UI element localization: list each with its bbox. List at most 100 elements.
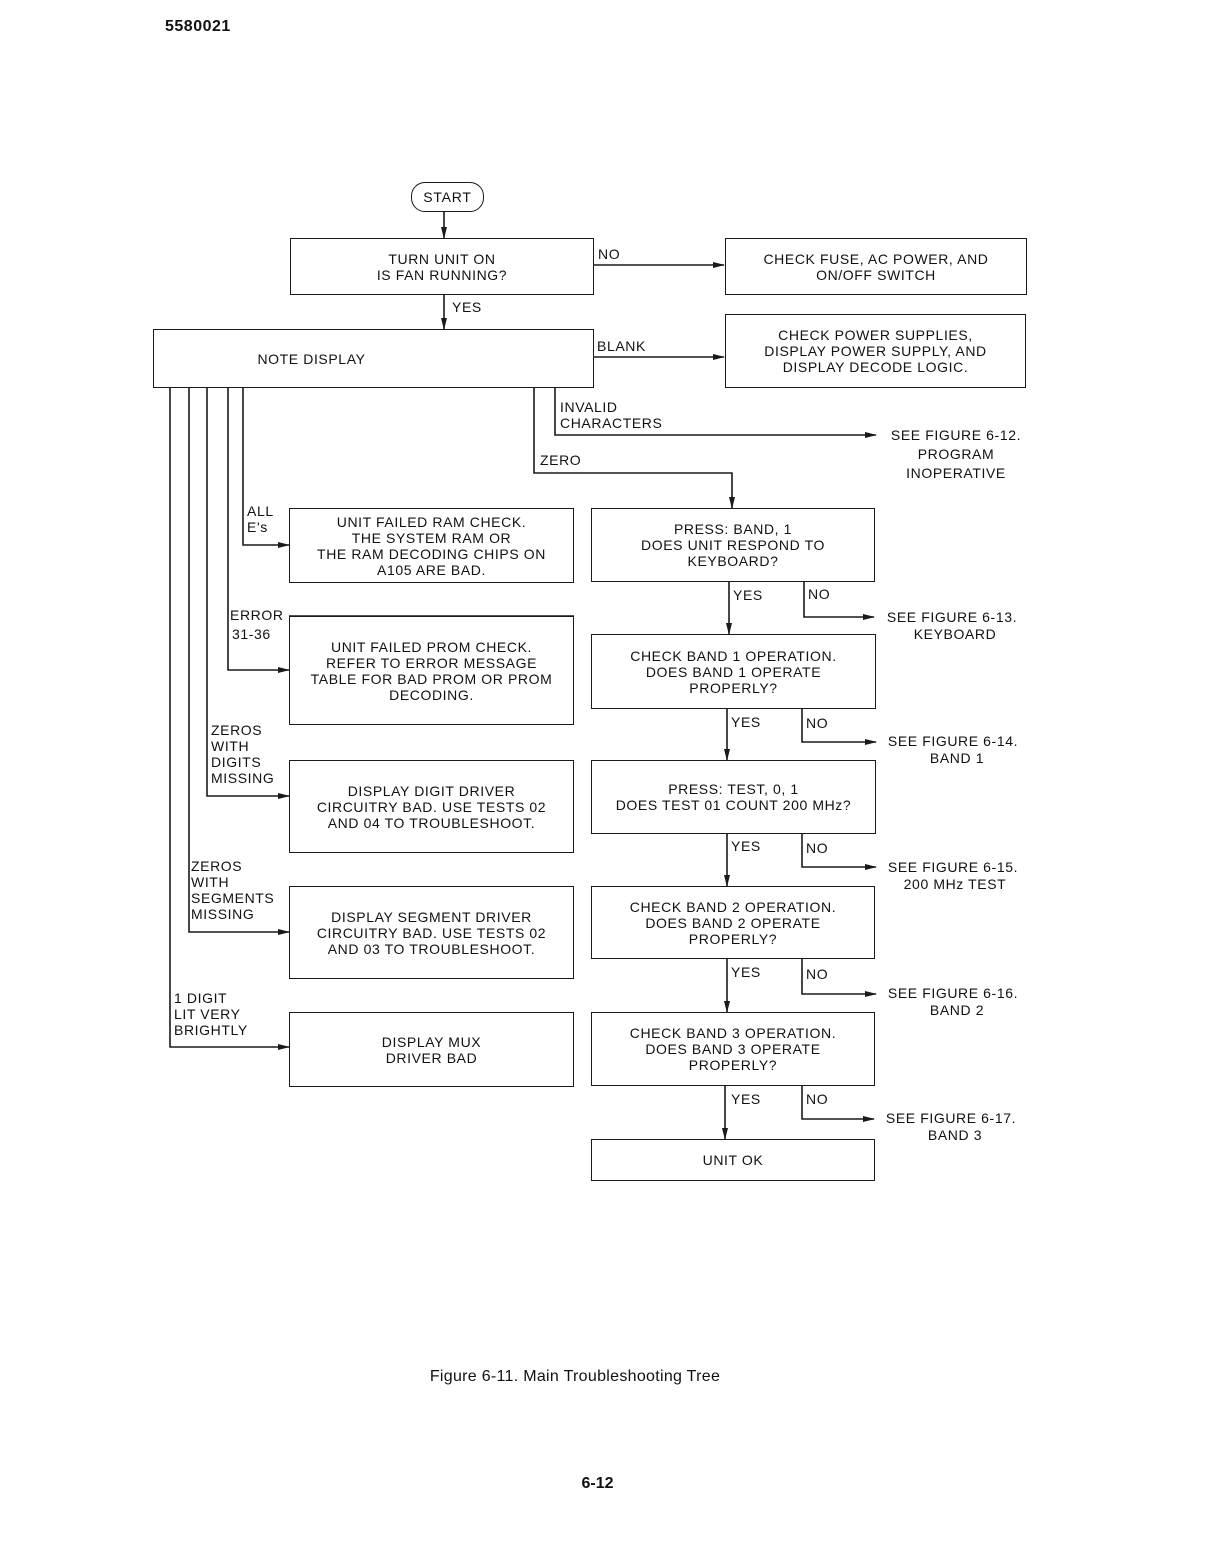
outcome-line: 200 MHz TEST [903,876,1007,892]
page-number: 6-12 [581,1475,614,1492]
outcome-line: SEE FIGURE 6-17. [885,1110,1017,1126]
prom-check-failed-box: UNIT FAILED PROM CHECK.REFER TO ERROR ME… [289,616,574,725]
box-line: UNIT OK [702,1152,764,1168]
box-line: DISPLAY POWER SUPPLY, AND [764,343,987,359]
box-line: PROPERLY? [689,679,778,696]
no-label: NO [806,966,829,982]
box-line: PRESS: BAND, 1 [673,521,793,537]
outcome-line: BAND 3 [927,1127,983,1143]
yes-label: YES [733,587,763,603]
box-line: DOES BAND 2 OPERATE [645,914,821,931]
box-line: UNIT FAILED RAM CHECK. [336,513,527,530]
start-terminal: START [411,182,484,212]
label-line: ALL [247,503,274,519]
label-line: ZEROS [211,722,263,738]
box-line: CHECK BAND 2 OPERATION. [629,898,837,915]
label-line: ZEROS [191,858,243,874]
see-figure-6-16: SEE FIGURE 6-16.BAND 2 [878,985,1028,1019]
box-line: DOES BAND 1 OPERATE [645,663,822,680]
box-line: DRIVER BAD [385,1049,478,1066]
box-line: KEYBOARD? [687,553,779,569]
start-label: START [423,189,472,205]
outcome-line: PROGRAM [917,446,995,462]
box-line: NOTE DISPLAY [257,350,366,367]
box-line: DISPLAY MUX [381,1033,482,1050]
box-line: DISPLAY DIGIT DRIVER [347,782,516,799]
outcome-line: SEE FIGURE 6-12. [890,427,1022,443]
box-line: AND 04 TO TROUBLESHOOT. [327,814,536,831]
see-figure-6-13: SEE FIGURE 6-13.KEYBOARD [877,609,1027,643]
box-line: DISPLAY DECODE LOGIC. [782,359,969,375]
label-line: MISSING [211,770,275,786]
label-line: INVALID [560,399,618,415]
label-line: CHARACTERS [560,415,663,431]
outcome-line: SEE FIGURE 6-15. [887,859,1019,875]
label-line: BRIGHTLY [174,1022,248,1038]
outcome-line: BAND 2 [929,1002,985,1018]
outcome-line: SEE FIGURE 6-13. [886,609,1018,625]
box-line: CHECK POWER SUPPLIES, [778,327,973,343]
yes-label: YES [731,1091,761,1107]
box-line: CHECK BAND 3 OPERATION. [629,1025,837,1041]
box-line: DISPLAY SEGMENT DRIVER [331,908,532,925]
box-line: THE RAM DECODING CHIPS ON [317,545,546,562]
no-label: NO [806,1091,829,1107]
box-line: DECODING. [389,686,474,703]
label-line: DIGITS [211,754,262,770]
label-line: 1 DIGIT [174,990,228,1006]
error-label: ERROR 31-36 [230,606,284,644]
box-line: CHECK FUSE, AC POWER, AND [763,250,989,267]
outcome-line: KEYBOARD [913,626,997,642]
box-line: A105 ARE BAD. [377,561,486,578]
outcome-line: SEE FIGURE 6-14. [887,733,1019,749]
unit-ok-box: UNIT OK [591,1139,875,1181]
box-line: UNIT FAILED PROM CHECK. [330,638,532,655]
document-number: 5580021 [165,18,231,35]
check-band2-box: CHECK BAND 2 OPERATION.DOES BAND 2 OPERA… [591,886,875,959]
label-line: E's [247,519,268,535]
check-power-supplies-box: CHECK POWER SUPPLIES,DISPLAY POWER SUPPL… [725,314,1026,388]
box-line: REFER TO ERROR MESSAGE [325,654,538,671]
figure-caption: Figure 6-11. Main Troubleshooting Tree [429,1368,721,1385]
check-band1-box: CHECK BAND 1 OPERATION.DOES BAND 1 OPERA… [591,634,876,709]
box-line: DOES TEST 01 COUNT 200 MHz? [615,797,852,813]
label-line: WITH [191,874,230,890]
box-line: PROPERLY? [688,1057,778,1073]
box-line: AND 03 TO TROUBLESHOOT. [327,940,536,957]
box-line: THE SYSTEM RAM OR [351,529,512,546]
see-figure-6-17: SEE FIGURE 6-17.BAND 3 [876,1110,1026,1144]
outcome-line: BAND 1 [929,750,985,766]
box-line: TABLE FOR BAD PROM OR PROM [310,670,553,687]
no-label: NO [808,586,831,602]
label-line: MISSING [191,906,255,922]
see-figure-6-14: SEE FIGURE 6-14.BAND 1 [878,733,1028,767]
yes-label: YES [731,964,761,980]
box-line: TURN UNIT ON [388,250,496,267]
outcome-line: INOPERATIVE [906,465,1006,481]
check-band3-box: CHECK BAND 3 OPERATION.DOES BAND 3 OPERA… [591,1012,875,1086]
box-line: CIRCUITRY BAD. USE TESTS 02 [316,924,547,941]
label-line: ERROR [230,607,284,623]
box-line: ON/OFF SWITCH [816,266,936,283]
yes-label: YES [731,838,761,854]
box-line: CHECK BAND 1 OPERATION. [630,647,837,664]
box-line: PRESS: TEST, 0, 1 [668,781,799,797]
label-line: 31-36 [232,626,271,642]
blank-label: BLANK [597,338,646,354]
see-figure-6-15: SEE FIGURE 6-15.200 MHz TEST [878,859,1028,893]
box-line: PROPERLY? [688,930,778,947]
label-line: LIT VERY [174,1006,241,1022]
note-display-box: NOTE DISPLAY [153,329,594,388]
